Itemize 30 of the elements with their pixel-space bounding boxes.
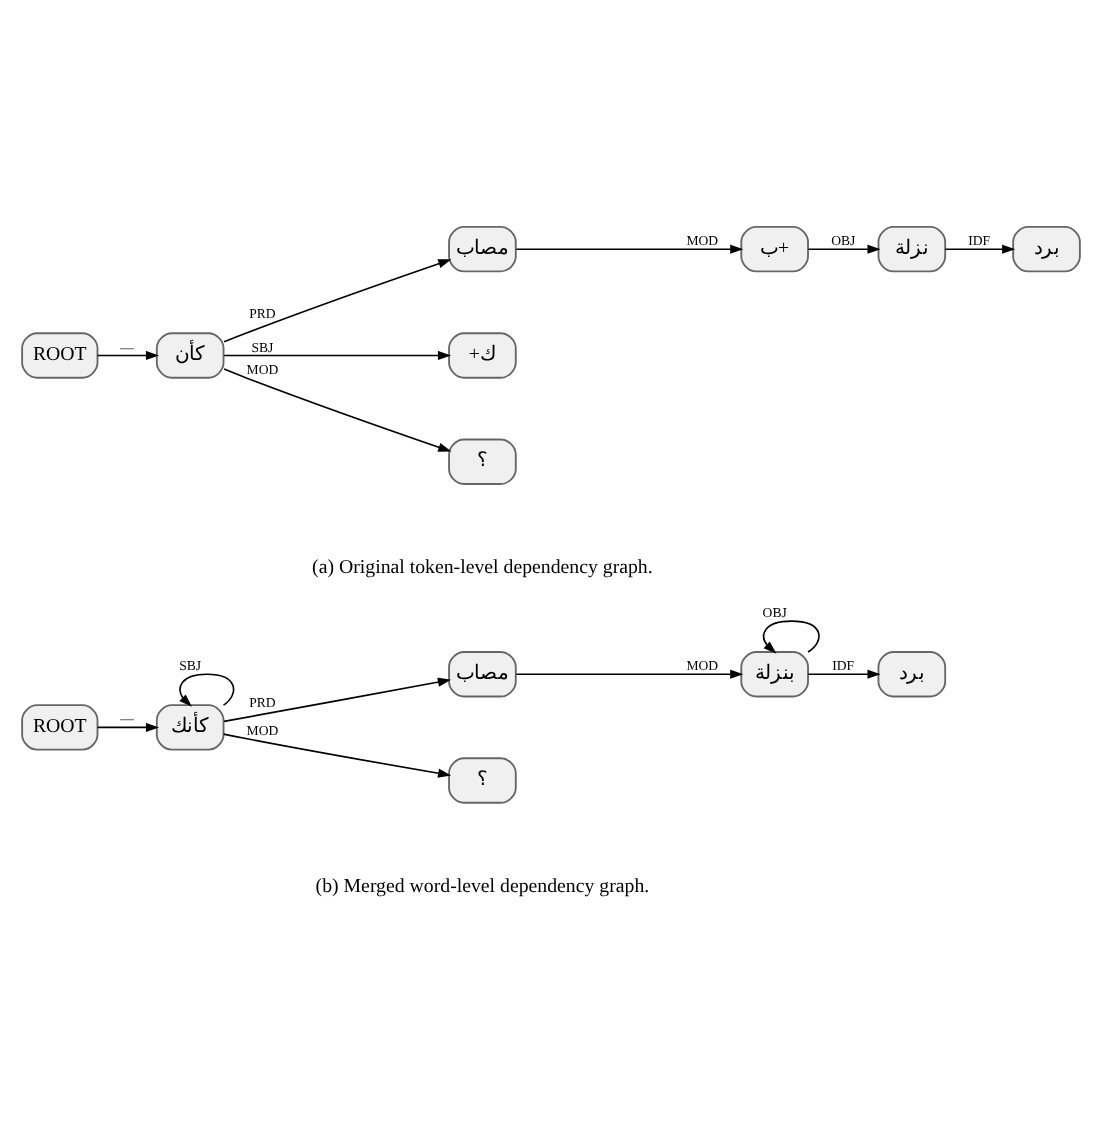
node-box: ؟ — [448, 757, 517, 804]
arrow — [762, 620, 820, 654]
arrow — [807, 669, 881, 679]
arrow — [222, 733, 452, 778]
node-box: برد — [1012, 226, 1081, 273]
node-box: +ك — [448, 332, 517, 379]
node-box: بنزلة — [740, 651, 809, 698]
arrow — [223, 677, 451, 723]
arrow — [223, 259, 452, 343]
arrow — [223, 350, 452, 361]
node-box: نزلة — [877, 226, 947, 273]
label: (b) Merged word-level dependency graph. — [315, 875, 650, 898]
arrow — [944, 244, 1016, 254]
node-box: ؟ — [448, 438, 517, 485]
node-box: كأنك — [155, 704, 225, 751]
arrow — [515, 669, 744, 679]
arrow — [96, 722, 160, 732]
arrow — [179, 673, 235, 707]
node-box: مصاب — [448, 226, 517, 273]
arrow — [223, 368, 452, 452]
node-box: ب+ — [740, 226, 809, 273]
node-box: ROOT — [21, 332, 99, 379]
arrow — [807, 244, 881, 254]
node-box: مصاب — [448, 651, 517, 698]
label: (a) Original token-level dependency graph. — [312, 556, 653, 579]
node-box: كأن — [155, 332, 225, 379]
node-box: ROOT — [21, 704, 99, 751]
arrow — [515, 244, 744, 254]
arrow — [96, 350, 160, 361]
node-box: برد — [877, 651, 947, 698]
